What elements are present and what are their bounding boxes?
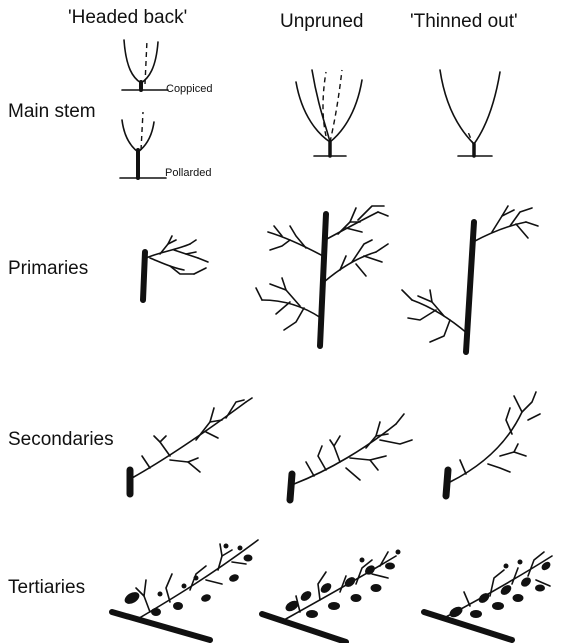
thinned-tertiaries-sketch xyxy=(424,552,552,640)
pollarded-sketch xyxy=(120,112,166,178)
thinned-primaries-sketch xyxy=(402,206,538,352)
thinned-main-stem-sketch xyxy=(440,70,500,156)
headed-back-secondaries-sketch xyxy=(130,398,252,494)
unpruned-main-stem-sketch xyxy=(296,70,362,156)
unpruned-secondaries-sketch xyxy=(290,414,412,500)
headed-back-tertiaries-sketch xyxy=(112,540,258,640)
unpruned-primaries-sketch xyxy=(256,206,388,346)
headed-back-primaries-sketch xyxy=(143,236,208,300)
unpruned-tertiaries-sketch xyxy=(262,550,401,643)
thinned-secondaries-sketch xyxy=(446,392,540,496)
coppiced-sketch xyxy=(122,40,168,90)
